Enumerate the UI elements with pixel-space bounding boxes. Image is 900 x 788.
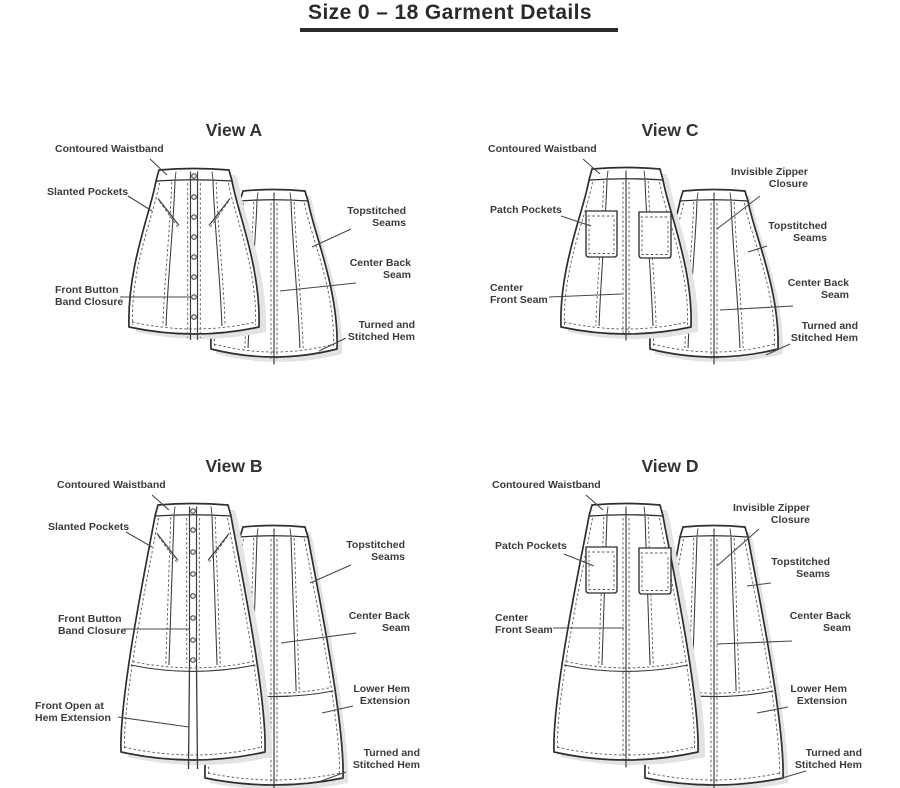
leader-line (321, 705, 354, 714)
view-c-front-garment (560, 166, 692, 341)
view-d-front-garment (553, 502, 699, 768)
leader-line (117, 716, 190, 728)
view-a-front-garment (128, 167, 260, 340)
leader-line (582, 158, 601, 175)
leader-line (311, 228, 352, 248)
leader-line (719, 305, 794, 311)
title-underline (300, 28, 618, 32)
leader-line (548, 293, 623, 298)
leader-line (716, 640, 793, 645)
leader-line (756, 706, 789, 714)
view-c-illustration (560, 166, 784, 365)
leader-line (125, 531, 153, 548)
page-title: Size 0 – 18 Garment Details (308, 1, 592, 24)
leader-line (746, 582, 772, 587)
leader-line (149, 158, 168, 176)
leader-line (716, 195, 761, 230)
leader-line (320, 771, 347, 782)
leader-line (765, 343, 791, 356)
view-d-illustration (553, 502, 789, 788)
leader-line (563, 553, 595, 567)
leader-line (560, 215, 592, 227)
leader-line (585, 494, 604, 511)
leader-line (151, 494, 170, 511)
view-d-header: View D (641, 456, 699, 476)
view-b-header: View B (205, 456, 263, 476)
leader-line (309, 564, 352, 584)
view-b-illustration (120, 502, 349, 788)
leader-line (279, 282, 357, 292)
view-b-front-garment (120, 502, 266, 770)
leader-line (781, 770, 807, 779)
leader-line (318, 337, 347, 352)
leader-line (716, 528, 760, 567)
view-a-illustration (128, 167, 343, 365)
leader-line (747, 245, 768, 253)
view-a-header: View A (205, 120, 263, 140)
leader-line (280, 632, 357, 644)
leader-line (127, 195, 153, 212)
view-c-header: View C (641, 120, 699, 140)
